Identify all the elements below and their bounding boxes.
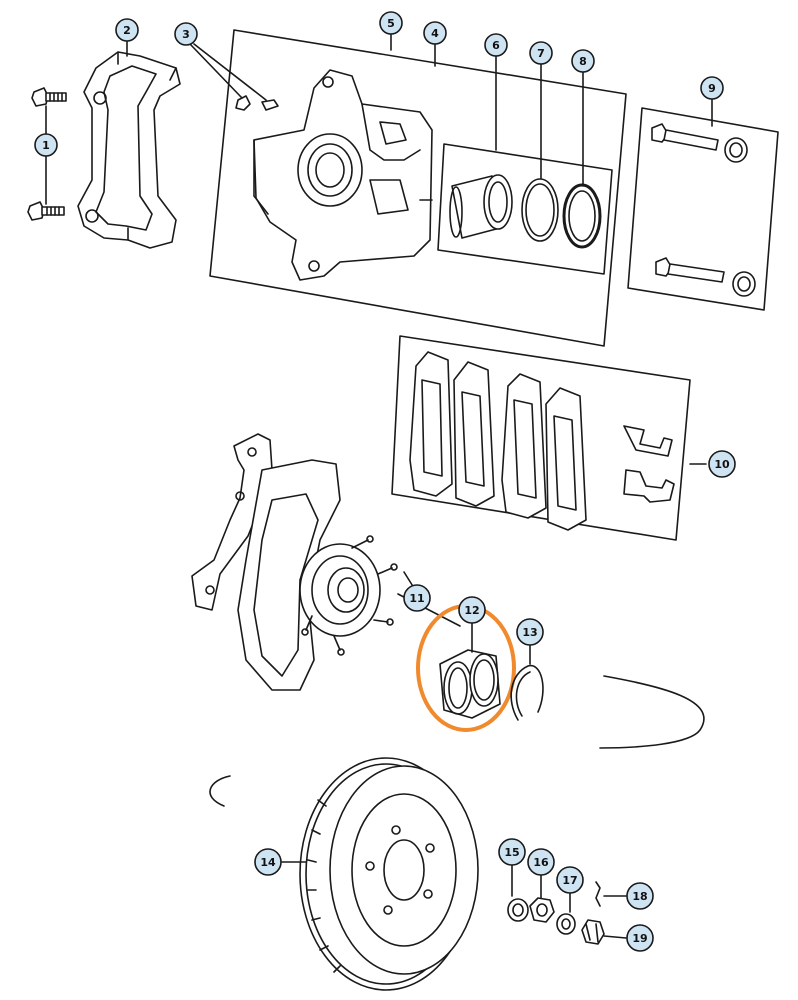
callout-16-label: 16 <box>533 856 549 869</box>
callout-3-label: 3 <box>182 28 190 41</box>
bleeder-screw <box>235 95 279 111</box>
piston-seal <box>562 183 602 249</box>
callout-6: 6 <box>484 33 508 57</box>
callout-5: 5 <box>379 11 403 35</box>
callout-12-label: 12 <box>464 604 479 617</box>
cotter-pin <box>595 881 601 907</box>
hub-washer <box>507 898 529 922</box>
callout-16: 16 <box>527 848 555 876</box>
callout-19: 19 <box>626 924 654 952</box>
callout-7: 7 <box>529 41 553 65</box>
hub-and-bearing <box>299 535 398 656</box>
brake-pad-outer-1 <box>453 361 495 507</box>
nut-retainer <box>556 913 576 935</box>
callout-18: 18 <box>626 882 654 910</box>
callout-19-label: 19 <box>632 932 647 945</box>
callout-1-label: 1 <box>42 139 50 152</box>
callout-6-label: 6 <box>492 39 500 52</box>
callout-2-label: 2 <box>123 24 131 37</box>
caliper-piston <box>449 174 513 239</box>
callout-7-label: 7 <box>537 47 545 60</box>
caliper-bracket <box>77 51 181 249</box>
brake-rotor <box>299 757 479 991</box>
callout-4-label: 4 <box>431 27 439 40</box>
guide-pin-kit-box <box>627 107 779 311</box>
callout-15-label: 15 <box>504 846 519 859</box>
callout-18-label: 18 <box>632 890 647 903</box>
brake-pad-inner-2 <box>501 373 547 519</box>
brake-pad-inner-1 <box>409 351 453 497</box>
castle-nut <box>581 919 605 945</box>
caliper-housing <box>253 69 433 281</box>
piston-kit-box <box>437 143 613 275</box>
callout-8-label: 8 <box>579 55 587 68</box>
callout-5-label: 5 <box>387 17 395 30</box>
dust-shield <box>237 459 341 691</box>
callout-3: 3 <box>174 22 198 46</box>
brake-pad-kit-box <box>391 335 691 541</box>
snap-ring <box>510 665 544 721</box>
callout-8: 8 <box>571 49 595 73</box>
caliper-bracket-bolt-upper <box>31 87 67 107</box>
piston-dust-boot <box>521 178 559 242</box>
callout-11-label: 11 <box>409 592 424 605</box>
callout-15: 15 <box>498 838 526 866</box>
callout-10-label: 10 <box>714 458 730 471</box>
guide-pin-upper <box>651 123 748 163</box>
callout-1: 1 <box>34 133 58 157</box>
guide-pin-lower <box>655 257 756 297</box>
callout-9: 9 <box>700 76 724 100</box>
brake-pad-outer-2 <box>545 387 587 531</box>
callout-9-label: 9 <box>708 82 716 95</box>
callout-2: 2 <box>115 18 139 42</box>
callout-11: 11 <box>403 584 431 612</box>
caliper-bracket-bolt-lower <box>27 201 65 221</box>
hub-nut <box>529 897 555 923</box>
callout-12: 12 <box>458 596 486 624</box>
callout-17-label: 17 <box>562 874 577 887</box>
callout-17: 17 <box>556 866 584 894</box>
callout-10: 10 <box>708 450 736 478</box>
callout-13-label: 13 <box>522 626 537 639</box>
wheel-bearing <box>439 649 501 719</box>
callout-14: 14 <box>254 848 282 876</box>
callout-4: 4 <box>423 21 447 45</box>
callout-13: 13 <box>516 618 544 646</box>
anti-rattle-clips <box>623 425 675 503</box>
callout-14-label: 14 <box>260 856 276 869</box>
